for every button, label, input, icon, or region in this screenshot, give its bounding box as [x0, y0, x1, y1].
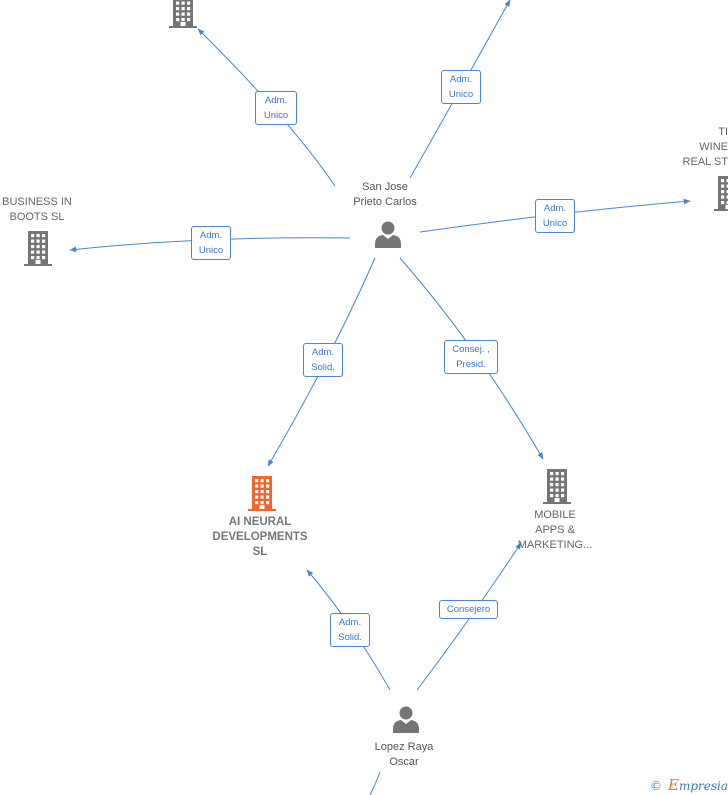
building-icon[interactable] [248, 476, 276, 511]
node-label-lopez-raya[interactable]: Lopez Raya Oscar [374, 741, 434, 768]
node-label-ai-neural[interactable]: AI NEURAL DEVELOPMENTS SL [212, 516, 308, 558]
edge-label-e1[interactable]: Adm. Unico [255, 91, 297, 125]
person-icon[interactable] [375, 221, 401, 249]
footer-brand[interactable]: © Empresia [650, 776, 728, 794]
building-icon[interactable] [714, 176, 728, 211]
edge-line-e9 [369, 771, 381, 795]
edge-label-e3[interactable]: Adm. Unico [535, 199, 575, 233]
edge-label-e2[interactable]: Adm. Unico [441, 70, 481, 104]
edge-label-e4[interactable]: Adm. Unico [191, 226, 231, 260]
node-label-wine-partial[interactable]: TI WINE REAL ST [682, 126, 728, 168]
brand-logo-initial: E [668, 776, 679, 794]
node-label-business-boots[interactable]: BUSINESS IN BOOTS SL [2, 196, 72, 223]
node-label-mobile-apps[interactable]: MOBILE APPS & MARKETING... [517, 509, 593, 551]
edge-label-e6[interactable]: Consej. , Presid. [444, 340, 498, 374]
edge-label-e8[interactable]: Consejero [439, 600, 498, 619]
building-icon[interactable] [169, 0, 197, 28]
node-label-san-jose[interactable]: San Jose Prieto Carlos [353, 181, 417, 208]
brand-logo-text: mpresia [678, 779, 728, 793]
copyright-symbol: © [650, 779, 662, 793]
building-icon[interactable] [543, 469, 571, 504]
edge-label-e5[interactable]: Adm. Solid. [303, 343, 343, 377]
edge-label-e7[interactable]: Adm. Solid. [330, 613, 370, 647]
person-icon[interactable] [393, 706, 419, 734]
building-icon[interactable] [24, 231, 52, 266]
